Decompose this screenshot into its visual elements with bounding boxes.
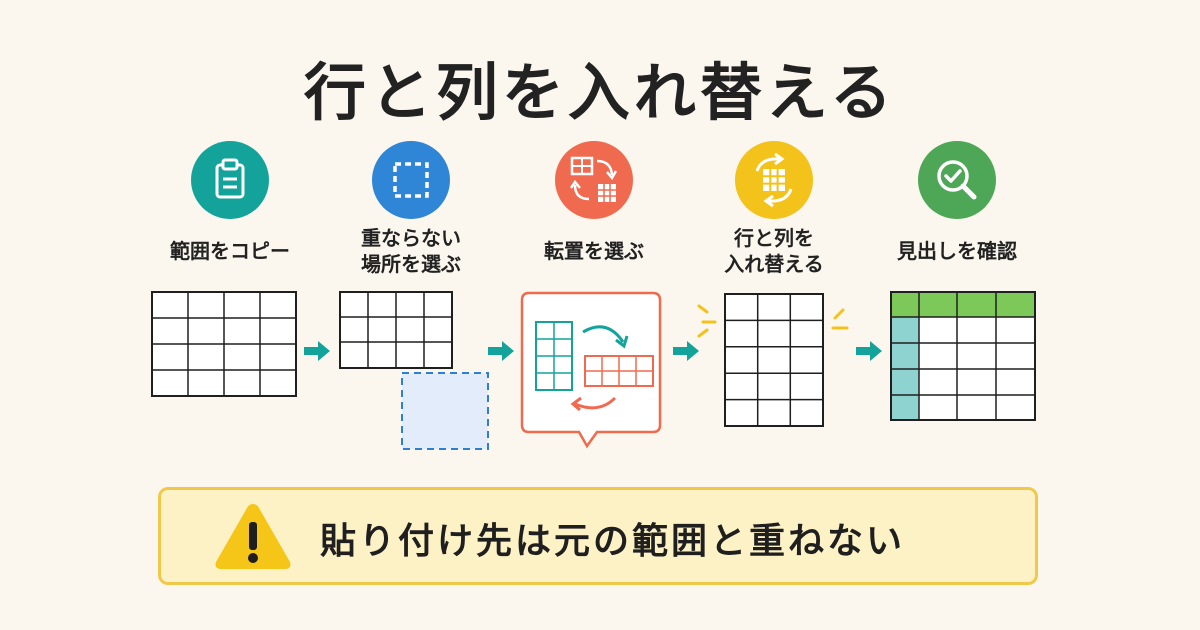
transpose-icon (555, 141, 633, 219)
step-label-choose-place-line1: 重ならない (361, 226, 461, 250)
highlight-spark-icon (831, 308, 849, 330)
step-label-swap-line1: 行と列を (734, 226, 814, 250)
warning-icon (215, 504, 291, 569)
flow-arrow-icon (673, 341, 699, 361)
source-range-grid (151, 291, 297, 397)
highlight-spark-icon (697, 304, 717, 338)
step-label-copy: 範囲をコピー (170, 239, 290, 263)
warning-text: 貼り付け先は元の範囲と重ねない (320, 521, 906, 562)
magnifier-check-icon (918, 141, 996, 219)
rotate-grid-icon (735, 141, 813, 219)
transposed-grid (724, 293, 824, 427)
paste-target-diagram (339, 291, 489, 450)
step-label-transpose: 転置を選ぶ (544, 239, 644, 263)
step-label-swap-line2: 入れ替える (724, 252, 824, 276)
page-title: 行と列を入れ替える (303, 56, 897, 129)
transpose-callout (520, 291, 662, 449)
flow-arrow-icon (856, 341, 882, 361)
flow-arrow-icon (304, 341, 330, 361)
header-check-grid (890, 291, 1036, 421)
clipboard-icon (191, 141, 269, 219)
step-label-choose-place-line2: 場所を選ぶ (361, 252, 461, 276)
flow-arrow-icon (488, 341, 514, 361)
warning-banner (158, 487, 1038, 585)
dashed-selection-icon (372, 141, 450, 219)
step-label-check-headers: 見出しを確認 (897, 239, 1017, 263)
